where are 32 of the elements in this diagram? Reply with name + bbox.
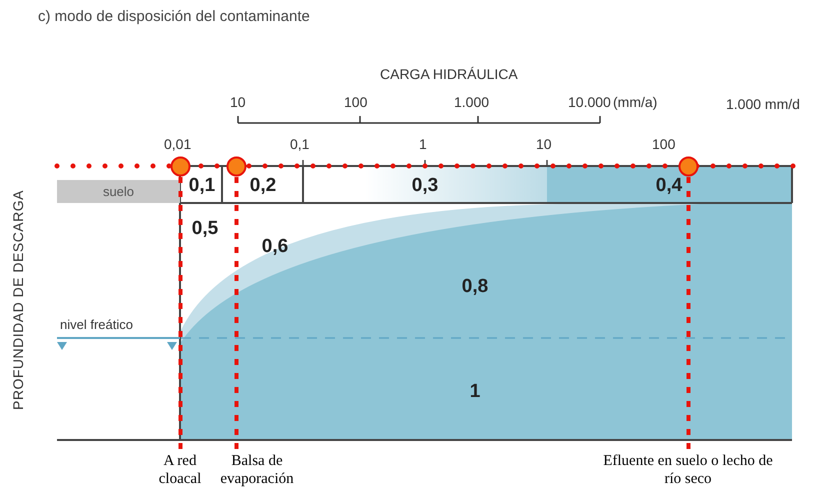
tick-label: 100 xyxy=(652,136,676,152)
dotted-line xyxy=(686,177,690,451)
marker-dot xyxy=(226,156,247,177)
tick-label: 1 xyxy=(419,136,427,152)
dotted-line xyxy=(234,177,238,451)
location-label: Efluente en suelo o lecho de río seco xyxy=(603,452,773,488)
zone-value: 0,8 xyxy=(445,270,505,304)
axis-title: PROFUNDIDAD DE DESCARGA xyxy=(10,190,26,410)
tick-label: 0,01 xyxy=(164,136,192,152)
zone-value: 0,2 xyxy=(224,169,302,202)
dotted-line xyxy=(178,177,182,451)
zone-value: 0,3 xyxy=(305,169,545,202)
tick-label: (mm/a) xyxy=(613,94,658,110)
tick-label: 10.000 xyxy=(568,94,611,110)
zone-value: 0,4 xyxy=(549,169,789,202)
marker-dot xyxy=(678,156,699,177)
location-label: Balsa de evaporación xyxy=(212,452,302,488)
axis-title: CARGA HIDRÁULICA xyxy=(380,66,518,82)
tick-label: 1.000 mm/d xyxy=(726,96,800,112)
water-table-label: nivel freático xyxy=(60,317,133,332)
location-label: A red cloacal xyxy=(152,452,208,488)
tick-label: 100 xyxy=(344,94,368,110)
tick-label: 10 xyxy=(536,136,552,152)
zone-value: 0,1 xyxy=(183,169,221,202)
zone-value: 0,6 xyxy=(250,230,300,264)
zone-value: 0,5 xyxy=(185,212,225,246)
title: c) modo de disposición del contaminante xyxy=(38,8,310,25)
tick-label: 1.000 xyxy=(454,94,490,110)
tick-label: 0,1 xyxy=(290,136,310,152)
marker-dot xyxy=(170,156,191,177)
tick-label: 10 xyxy=(230,94,246,110)
zone-value: 1 xyxy=(455,375,495,409)
